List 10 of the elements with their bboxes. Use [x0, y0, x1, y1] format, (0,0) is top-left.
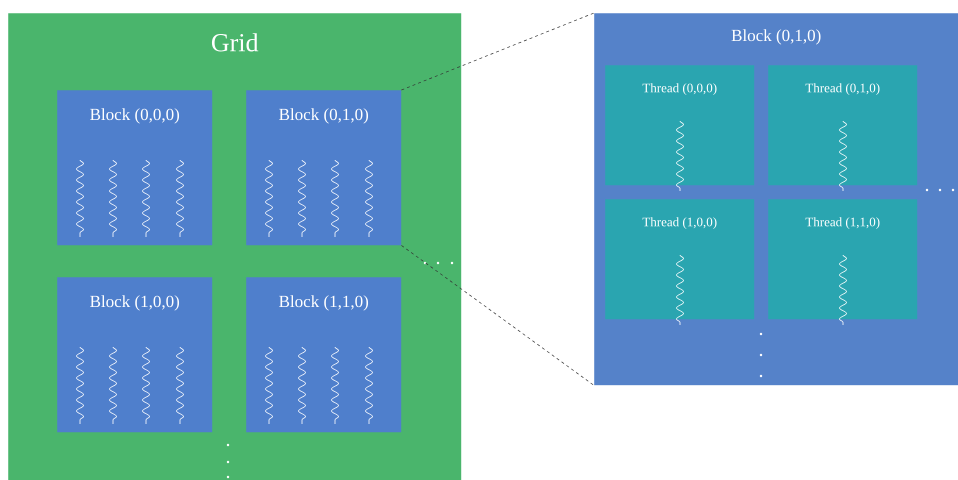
block-box: Block (1,1,0)	[246, 277, 402, 432]
leader-line	[401, 12, 594, 90]
thread-box: Thread (0,0,0)	[605, 65, 754, 186]
block-box: Block (1,0,0)	[57, 277, 212, 432]
leader-line	[401, 245, 594, 386]
thread-box: Thread (0,1,0)	[768, 65, 918, 186]
block-box: Block (0,1,0)	[246, 90, 402, 246]
block-box: Block (0,0,0)	[57, 90, 212, 246]
thread-box: Thread (1,0,0)	[605, 199, 754, 320]
thread-box: Thread (1,1,0)	[768, 199, 918, 320]
